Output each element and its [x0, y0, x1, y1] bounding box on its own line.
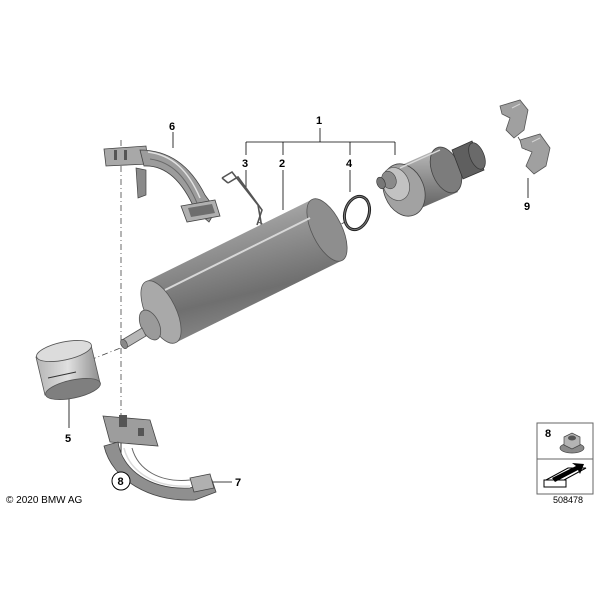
clip-pair[interactable]: [499, 99, 551, 175]
callout-8-circled: 8: [111, 471, 131, 491]
strap-bracket-upper[interactable]: [103, 145, 221, 223]
copyright-text: © 2020 BMW AG: [6, 495, 83, 506]
callout-1: 1: [316, 115, 322, 127]
fuel-filter[interactable]: [119, 193, 355, 350]
callout-6: 6: [169, 121, 175, 133]
pressure-regulator[interactable]: [375, 140, 489, 222]
inset-callout-8: 8: [545, 428, 551, 440]
callout-7: 7: [235, 477, 241, 489]
callout-2: 2: [279, 158, 285, 170]
callout-4: 4: [346, 158, 353, 170]
wire-clip[interactable]: [221, 170, 263, 229]
callout-5: 5: [65, 433, 71, 445]
leader-lines: [68, 128, 529, 483]
callout-9: 9: [524, 201, 530, 213]
callout-8: 8: [118, 476, 124, 488]
rubber-sleeve[interactable]: [35, 336, 103, 403]
diagram-number: 508478: [553, 495, 584, 505]
direction-arrow-icon: [543, 463, 587, 488]
inset-box-nut: 8: [536, 422, 594, 495]
o-ring[interactable]: [340, 193, 373, 233]
callout-3: 3: [242, 158, 248, 170]
strap-bracket-lower[interactable]: [102, 415, 217, 501]
flange-nut-icon: [559, 432, 585, 454]
